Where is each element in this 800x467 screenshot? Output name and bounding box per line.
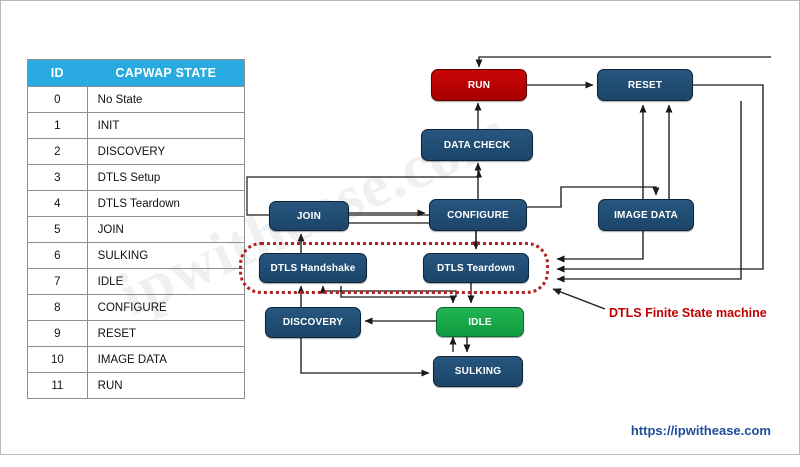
dtls-group-annotation-label: DTLS Finite State machine <box>609 306 767 320</box>
cell-id: 10 <box>27 346 88 373</box>
state-node-image-data[interactable]: IMAGE DATA <box>598 199 694 231</box>
cell-state: RUN <box>86 372 246 399</box>
state-node-dtls-teardown[interactable]: DTLS Teardown <box>423 253 529 283</box>
cell-state: DTLS Setup <box>86 164 246 191</box>
state-node-idle[interactable]: IDLE <box>436 307 524 337</box>
state-node-discovery[interactable]: DISCOVERY <box>265 307 361 338</box>
table-header-row: ID CAPWAP STATE <box>27 59 246 87</box>
column-header-state: CAPWAP STATE <box>86 59 246 87</box>
connector-lines <box>246 56 771 377</box>
cell-id: 11 <box>27 372 88 399</box>
cell-state: INIT <box>86 112 246 139</box>
state-node-sulking[interactable]: SULKING <box>433 356 523 387</box>
state-node-join[interactable]: JOIN <box>269 201 349 231</box>
column-header-id: ID <box>27 59 88 87</box>
state-node-run[interactable]: RUN <box>431 69 527 101</box>
dtls-finite-state-machine-group <box>239 242 549 294</box>
cell-id: 9 <box>27 320 88 347</box>
capwap-state-machine-diagram: RUN RESET DATA CHECK JOIN CONFIGURE IMAGE DAT… <box>1 1 800 456</box>
cell-state: DTLS Teardown <box>86 190 246 217</box>
state-node-configure[interactable]: CONFIGURE <box>429 199 527 231</box>
cell-state: No State <box>86 86 246 113</box>
state-node-dtls-handshake[interactable]: DTLS Handshake <box>259 253 367 283</box>
cell-id: 0 <box>27 86 88 113</box>
state-node-data-check[interactable]: DATA CHECK <box>421 129 533 161</box>
site-url-label: https://ipwithease.com <box>630 423 771 438</box>
state-node-reset[interactable]: RESET <box>597 69 693 101</box>
